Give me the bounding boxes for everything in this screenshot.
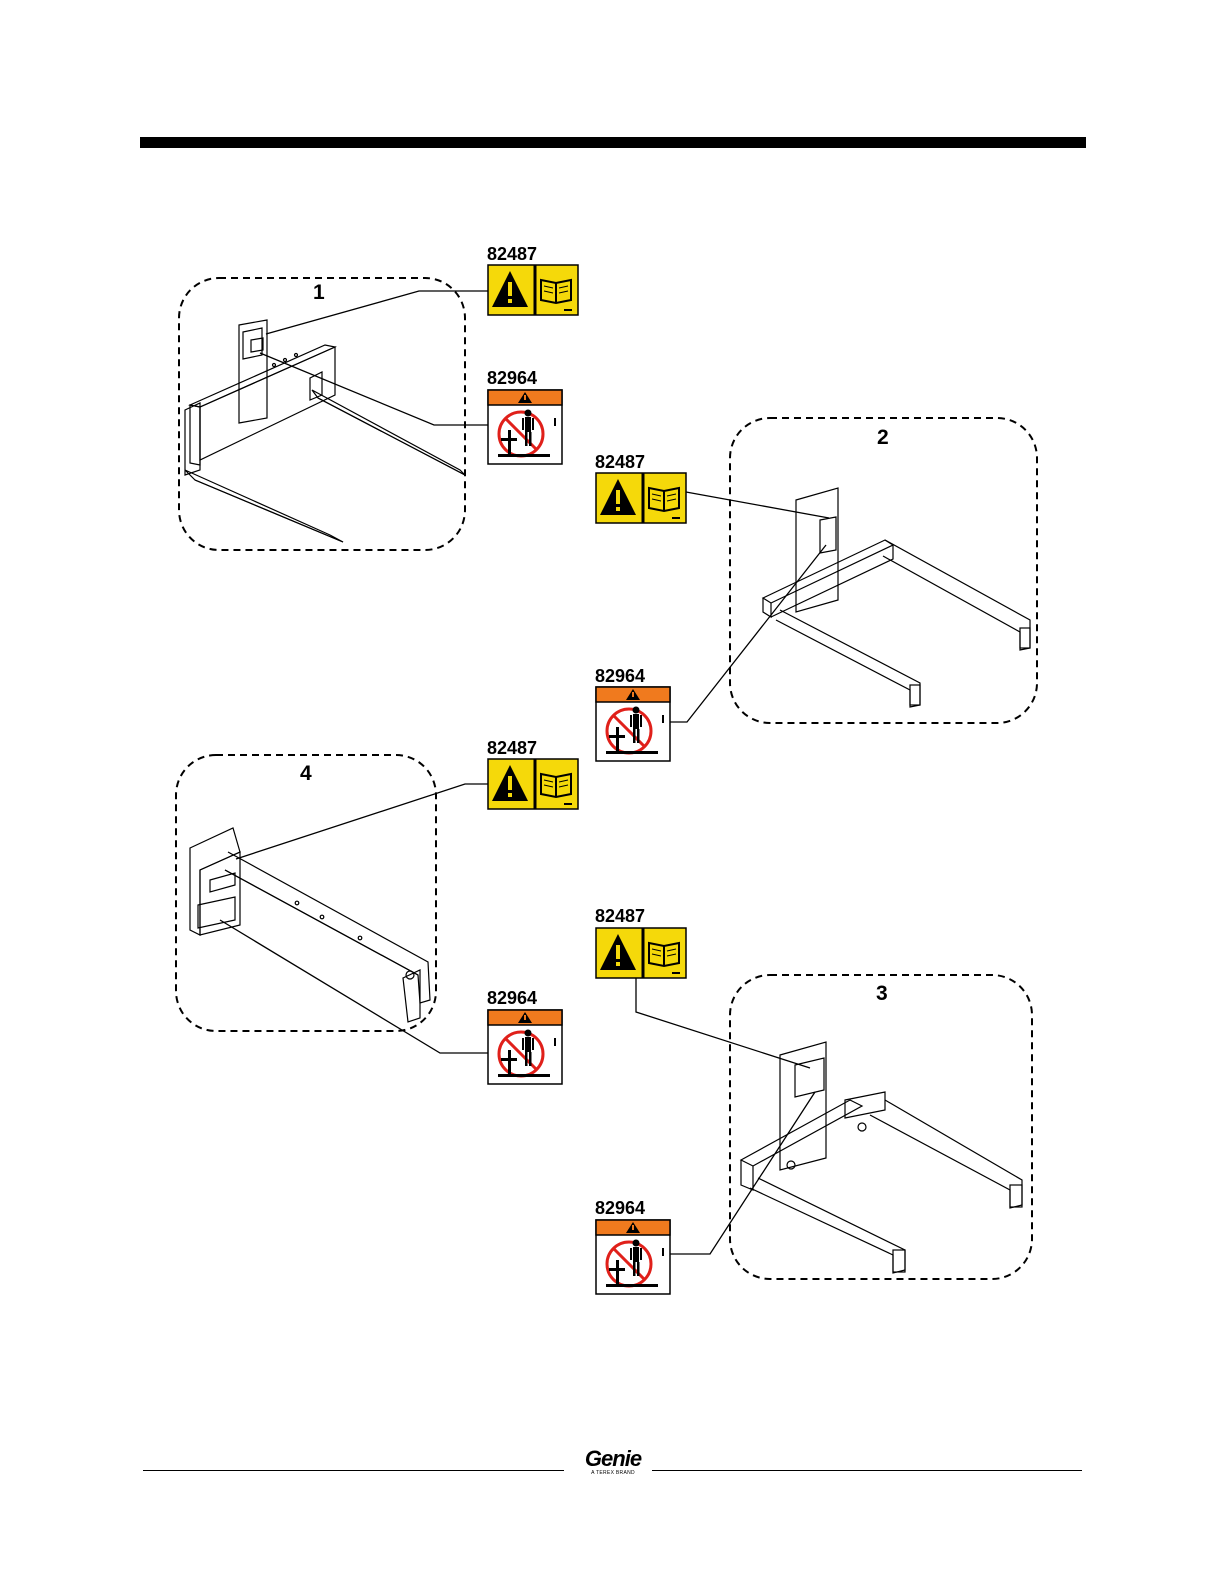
decal-part-number: 82964 [595, 666, 645, 687]
decal-part-number: 82487 [487, 738, 537, 759]
decal-part-number: 82487 [487, 244, 537, 265]
group-1-danger-decal-icon [488, 390, 562, 464]
group-number-label: 1 [313, 281, 325, 305]
group-2-frame-drawing [763, 488, 1030, 707]
group-3-fork-drawing [741, 1042, 1022, 1273]
group-1-fork-drawing [185, 320, 465, 542]
group-4-warning-decal-icon [488, 759, 578, 809]
decal-part-number: 82487 [595, 906, 645, 927]
footer-rule-right [652, 1470, 1082, 1471]
group-number-label: 2 [877, 426, 889, 450]
decal-part-number: 82964 [487, 988, 537, 1009]
group-2-warning-decal-icon [596, 473, 686, 523]
logo-wordmark: Genie [577, 1448, 649, 1470]
genie-logo: Genie A TEREX BRAND [577, 1448, 649, 1476]
group-3-danger-decal-icon [596, 1220, 670, 1294]
decal-part-number: 82964 [487, 368, 537, 389]
group-number-label: 4 [300, 762, 312, 786]
decal-part-number: 82964 [595, 1198, 645, 1219]
footer-rule-left [143, 1470, 564, 1471]
group-4-outline [176, 755, 436, 1031]
group-number-label: 3 [876, 982, 888, 1006]
group-4-leader-lines [220, 784, 488, 1053]
group-1-leader-lines [260, 291, 488, 425]
group-2-leader-lines [666, 492, 829, 722]
group-3-outline [730, 975, 1032, 1279]
group-2-outline [730, 418, 1037, 723]
group-2-danger-decal-icon [596, 687, 670, 761]
group-4-danger-decal-icon [488, 1010, 562, 1084]
group-3-leader-lines [636, 972, 815, 1254]
group-1-warning-decal-icon [488, 265, 578, 315]
group-3-warning-decal-icon [596, 928, 686, 978]
group-4-boom-drawing [190, 828, 430, 1022]
decal-part-number: 82487 [595, 452, 645, 473]
